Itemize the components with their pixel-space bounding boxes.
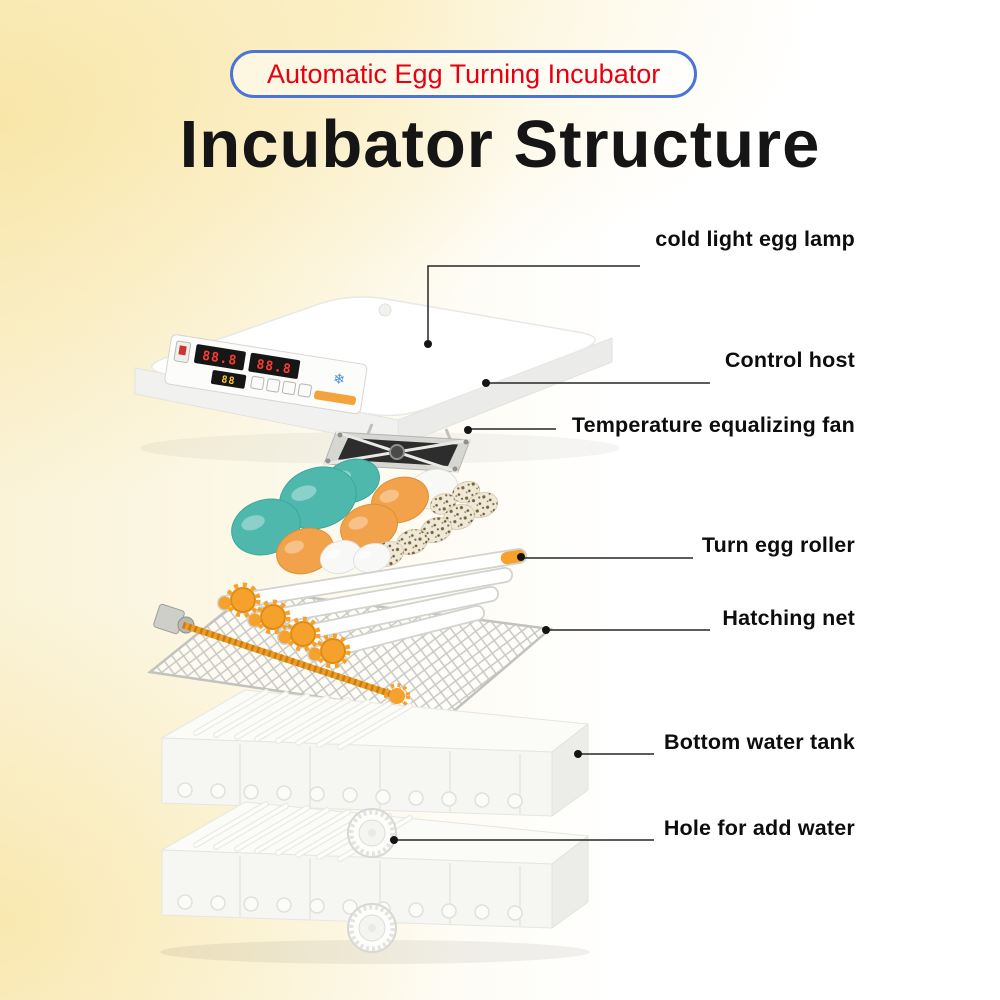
led-display-left-value: 88.8 — [201, 349, 238, 369]
tank-roller-sockets — [177, 782, 523, 809]
white-egg — [319, 539, 363, 575]
fan-hub — [389, 444, 405, 460]
callout-dot-control-host — [482, 379, 490, 387]
rod-end-gear — [389, 688, 405, 704]
led-display-right — [248, 352, 301, 379]
panel-button — [250, 375, 265, 391]
quail-egg — [442, 503, 476, 531]
tank-right-face — [551, 722, 589, 817]
roller-tube — [218, 549, 526, 610]
roller-tube — [248, 568, 512, 627]
fan-bolt — [452, 466, 458, 472]
fan-leg — [444, 428, 452, 440]
lid-vent-hole — [378, 303, 392, 317]
product-badge: Automatic Egg Turning Incubator — [230, 50, 698, 98]
callout-dots — [390, 340, 582, 844]
callout-line-egg-lamp — [427, 265, 640, 340]
panel-button — [297, 383, 312, 398]
callout-dot-egg-lamp — [424, 340, 432, 348]
roller-orange-tip — [500, 549, 526, 565]
label-turn-egg-roller: Turn egg roller — [701, 533, 855, 557]
roller-gear — [255, 599, 291, 635]
label-bottom-water-tank: Bottom water tank — [664, 730, 855, 754]
roller-gear — [225, 582, 261, 618]
label-hole-for-add-water: Hole for add water — [663, 816, 855, 840]
fan-bolt — [337, 432, 343, 438]
roller-gear — [315, 633, 351, 669]
turn-egg-rollers — [217, 548, 527, 669]
label-hatching-net: Hatching net — [722, 606, 855, 630]
page-title: Incubator Structure — [179, 107, 821, 182]
brand-strip — [314, 390, 357, 406]
tank-front-face — [161, 737, 553, 817]
rod-threads — [181, 621, 399, 700]
tank-divider-slats — [193, 689, 413, 750]
water-tank-upper — [160, 689, 590, 817]
rod-end-gear-teeth — [384, 683, 410, 709]
drive-rod — [153, 603, 410, 709]
led-display-right-value: 88.8 — [255, 357, 292, 377]
led-display-small-value: 88 — [221, 374, 237, 387]
water-cap-lower — [347, 903, 397, 953]
callout-dot-tank — [574, 750, 582, 758]
label-control-host: Control host — [724, 348, 855, 372]
quail-egg — [419, 516, 453, 544]
led-display-left — [194, 344, 246, 371]
fan-bolt — [463, 439, 469, 445]
eggs-group — [231, 458, 499, 575]
callout-lines — [397, 265, 710, 841]
control-host-lid: 88.8 88.8 ❄ 88 — [134, 296, 620, 464]
callout-dot-net — [542, 626, 550, 634]
orange-egg — [276, 527, 334, 575]
led-display-small — [210, 370, 247, 389]
control-panel: 88.8 88.8 ❄ 88 — [164, 334, 368, 415]
snowflake-icon: ❄ — [332, 370, 346, 388]
fan-leg — [366, 423, 374, 435]
callout-dot-water-hole — [390, 836, 398, 844]
temperature-fan — [323, 423, 471, 474]
label-temperature-equalizing-fan: Temperature equalizing fan — [571, 413, 855, 437]
label-cold-light-egg-lamp: cold light egg lamp — [655, 227, 855, 251]
callout-dot-roller — [517, 553, 525, 561]
teal-egg — [279, 466, 357, 530]
water-cap-upper — [347, 808, 397, 858]
panel-button — [281, 380, 297, 396]
panel-button — [266, 378, 281, 393]
callout-dot-fan — [464, 426, 472, 434]
fan-bolt — [325, 458, 331, 464]
power-switch-rocker — [178, 345, 187, 356]
roller-gear — [285, 616, 321, 652]
